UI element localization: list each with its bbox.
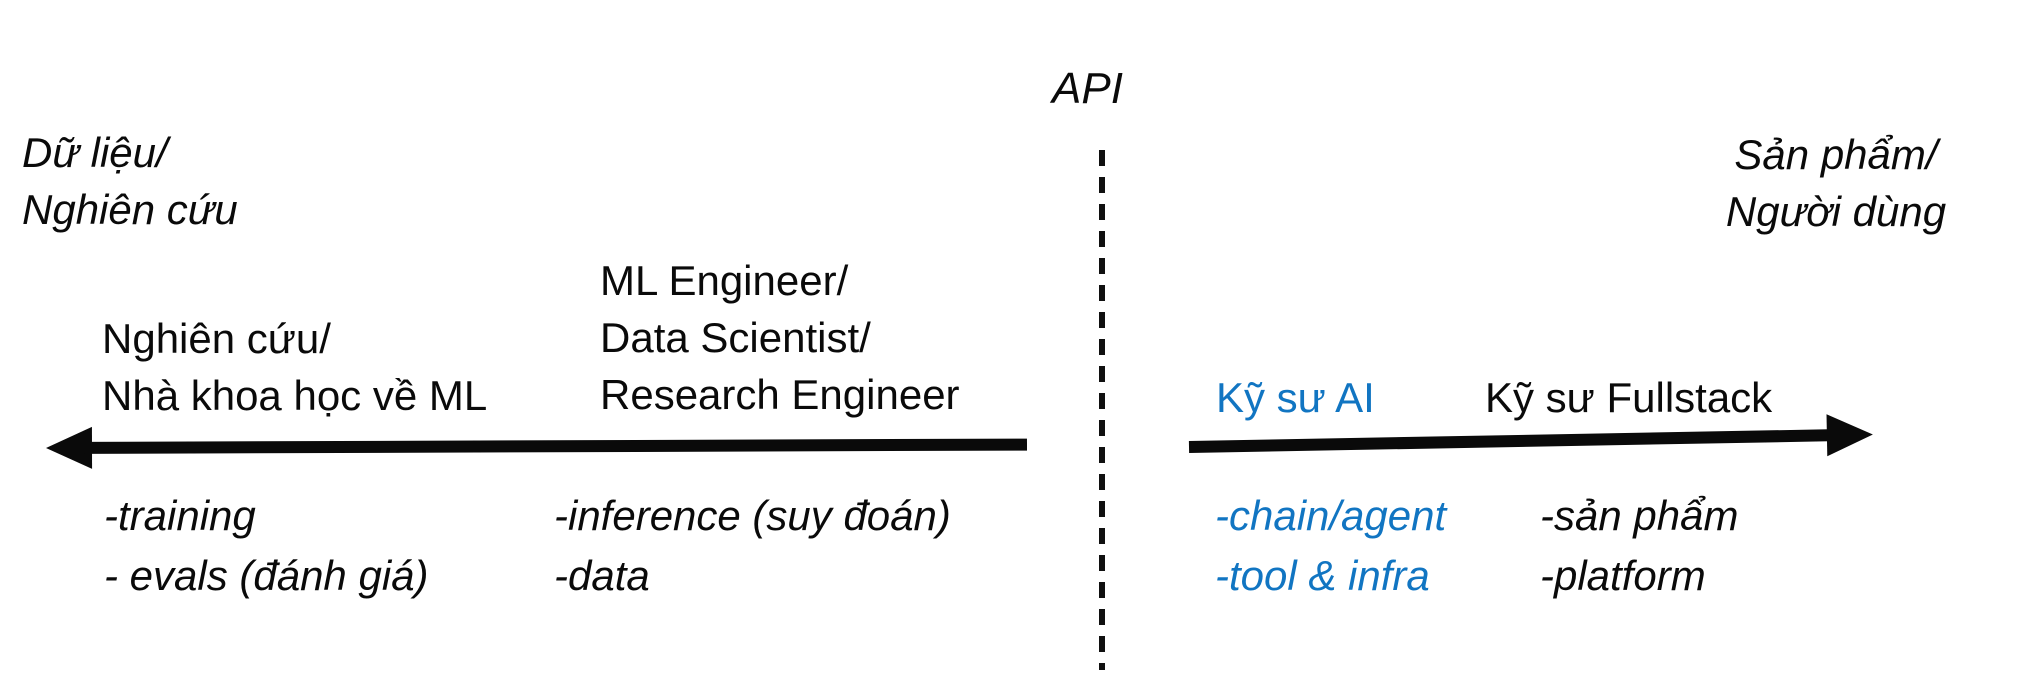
role-label-line: Data Scientist/ [600, 314, 871, 361]
bullet-list-ai-engineer: -chain/agent -tool & infra [1215, 486, 1446, 606]
endpoint-label-line: Dữ liệu/ [22, 129, 168, 176]
endpoint-label-product-users: Sản phẩm/ Người dùng [1650, 126, 2022, 240]
bullet-item: -inference (suy đoán) [554, 492, 951, 539]
left-arrow-shaft [83, 438, 1028, 454]
bullet-item: -platform [1540, 552, 1706, 599]
role-label-line: Nhà khoa học về ML [102, 372, 488, 419]
role-label-line: Nghiên cứu/ [102, 315, 331, 362]
endpoint-label-data-research: Dữ liệu/ Nghiên cứu [22, 124, 238, 238]
role-label-fullstack-engineer: Kỹ sư Fullstack [1485, 374, 1773, 421]
api-label: API [1052, 64, 1123, 113]
endpoint-label-line: Người dùng [1725, 188, 1947, 235]
role-label-researcher-ml-scientist: Nghiên cứu/ Nhà khoa học về ML [102, 310, 487, 424]
api-divider-dashed-line [1099, 150, 1105, 670]
bullet-list-fullstack: -sản phẩm -platform [1540, 486, 1738, 606]
role-label-ml-engineer-data-scientist: ML Engineer/ Data Scientist/ Research En… [600, 252, 960, 423]
bullet-item: -training [104, 492, 256, 539]
bullet-item: -data [554, 552, 650, 599]
bullet-item: -chain/agent [1215, 492, 1447, 539]
bullet-item: -sản phẩm [1540, 492, 1739, 539]
bullet-list-ml-engineer: -inference (suy đoán) -data [554, 486, 951, 606]
endpoint-label-line: Sản phẩm/ [1734, 131, 1938, 178]
arrowhead-right-icon [1826, 413, 1874, 457]
bullet-item: - evals (đánh giá) [104, 552, 429, 599]
bullet-list-researcher: -training - evals (đánh giá) [104, 486, 429, 606]
role-label-ai-engineer: Kỹ sư AI [1216, 374, 1375, 421]
bullet-item: -tool & infra [1215, 552, 1430, 599]
left-spectrum-arrow [45, 424, 1028, 469]
role-label-line: ML Engineer/ [600, 257, 849, 304]
right-arrow-shaft [1188, 429, 1836, 453]
endpoint-label-line: Nghiên cứu [22, 186, 238, 233]
role-label-line: Research Engineer [600, 371, 960, 418]
